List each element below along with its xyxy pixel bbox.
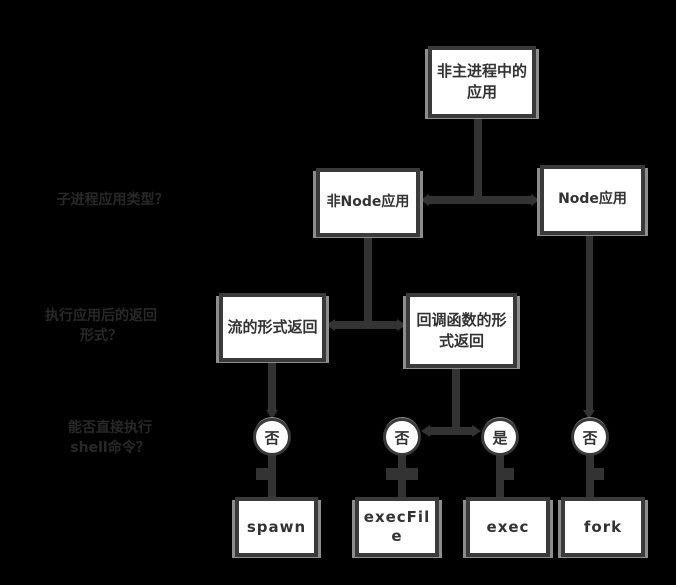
node-node-app: Node应用 <box>540 165 645 235</box>
decision-circle-no-1: 否 <box>253 418 291 456</box>
arrowhead-to-decision-2 <box>421 425 430 437</box>
connector-level3-hline <box>335 321 397 329</box>
decision-circle-no-2: 否 <box>383 418 421 456</box>
arrowhead-to-decision-4 <box>583 410 595 419</box>
decision-circle-yes: 是 <box>481 418 519 456</box>
method-box-exec: exec <box>466 497 550 557</box>
arrowhead-to-stream <box>326 319 335 331</box>
connector-level2-hline <box>429 196 531 204</box>
arrowhead-to-decision-1 <box>266 410 278 419</box>
decision-circle-no-3: 否 <box>571 418 609 456</box>
arrowhead-to-callback <box>397 319 406 331</box>
arrowhead-to-decision-3 <box>472 425 481 437</box>
question-process-type: 子进程应用类型？ <box>56 192 169 208</box>
question-return-form: 执行应用后的返回形式？ <box>45 308 157 345</box>
connector-jog-3 <box>500 468 514 480</box>
question-shell-command: 能否直接执行shell命令？ <box>68 420 152 457</box>
connector-stream-vline <box>268 362 276 411</box>
connector-node-vline <box>586 235 593 411</box>
method-box-spawn: spawn <box>235 497 318 557</box>
method-box-execfile: execFile <box>355 497 439 557</box>
arrowhead-to-node <box>531 194 540 206</box>
method-box-fork: fork <box>561 497 645 557</box>
node-non-node-app: 非Node应用 <box>316 168 420 237</box>
connector-jog-1 <box>256 468 270 480</box>
connector-jog-4 <box>590 468 604 480</box>
node-callback-return: 回调函数的形式返回 <box>406 293 517 368</box>
connector-non-node-vline <box>364 237 372 325</box>
connector-decision-hline <box>428 427 476 435</box>
arrowhead-to-non-node <box>420 194 429 206</box>
connector-callback-vline <box>452 368 460 435</box>
node-root: 非主进程中的应用 <box>428 46 536 118</box>
connector-root-vline <box>474 116 482 200</box>
connector-jog-2 <box>386 468 418 480</box>
connector-decision1-method <box>268 455 276 497</box>
node-stream-return: 流的形式返回 <box>219 293 326 362</box>
